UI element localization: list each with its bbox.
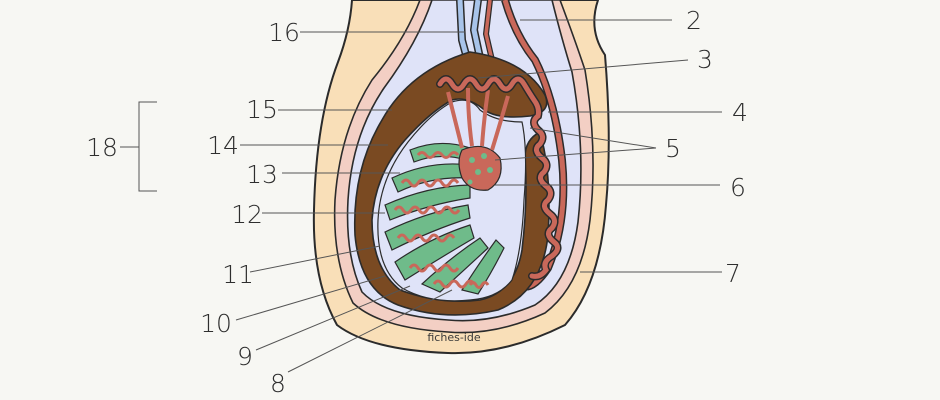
- leader-lines: [120, 19, 722, 373]
- efferent-ductules: [446, 87, 510, 151]
- label-3: 3: [697, 45, 713, 74]
- label-5: 5: [665, 134, 681, 163]
- watermark: fiches-ide: [427, 331, 480, 344]
- label-16: 16: [268, 18, 300, 47]
- label-8: 8: [270, 369, 286, 398]
- label-7: 7: [725, 259, 741, 288]
- epididymis: [436, 75, 562, 281]
- label-4: 4: [732, 98, 748, 127]
- label-10: 10: [200, 309, 232, 338]
- label-12: 12: [231, 200, 263, 229]
- label-6: 6: [730, 173, 746, 202]
- label-2: 2: [686, 6, 702, 35]
- tunica-albuginea: [353, 51, 550, 316]
- label-13: 13: [246, 160, 278, 189]
- rete-testis: [458, 145, 502, 191]
- label-9: 9: [237, 342, 253, 371]
- label-14: 14: [207, 131, 239, 160]
- seminiferous-tubules: [393, 151, 490, 289]
- label-11: 11: [222, 260, 254, 289]
- label-18: 18: [86, 133, 118, 162]
- label-15: 15: [246, 95, 278, 124]
